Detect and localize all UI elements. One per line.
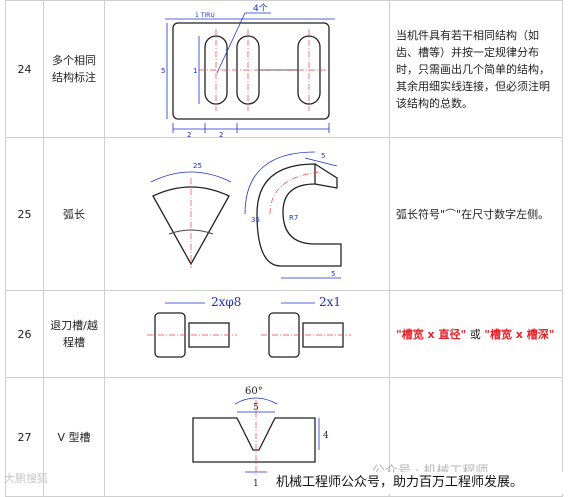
- row-description: "槽宽 x 直径" 或 "槽宽 x 槽深": [389, 290, 563, 378]
- row-name: 弧长: [43, 137, 105, 291]
- svg-text:35: 35: [251, 216, 260, 224]
- svg-text:60°: 60°: [245, 386, 263, 397]
- figure-multi-structure: 1 TIRU 4个 2 2 1 5: [104, 0, 390, 138]
- svg-text:1: 1: [253, 479, 259, 489]
- svg-text:5: 5: [331, 270, 335, 278]
- svg-text:2: 2: [187, 131, 191, 137]
- relief-groove-drawing: 2xφ8 2x1: [147, 295, 351, 358]
- svg-text:5: 5: [161, 67, 165, 75]
- svg-text:2: 2: [219, 131, 223, 137]
- row-name: 多个相同 结构标注: [43, 0, 105, 138]
- svg-text:4个: 4个: [253, 3, 268, 14]
- arc-length-drawing: 25 35 5 5 R7: [150, 151, 342, 279]
- svg-text:5: 5: [253, 403, 259, 413]
- watermark-corner: 大鹏搜狐: [4, 472, 48, 485]
- row-number: 26: [5, 290, 44, 378]
- table-row: 26 退刀槽/越 程槽 2xφ8: [5, 290, 563, 378]
- row-description: 弧长符号"⌒"在尺寸数字左侧。: [389, 137, 563, 291]
- figure-relief-groove: 2xφ8 2x1: [104, 290, 390, 378]
- svg-text:2xφ8: 2xφ8: [211, 295, 241, 309]
- row-name: V 型槽: [43, 377, 105, 497]
- row-number: 25: [5, 137, 44, 291]
- sector-shape: [152, 186, 230, 266]
- svg-text:R7: R7: [289, 214, 298, 222]
- bent-bar-shape: [256, 163, 342, 267]
- row-description: 当机件具有若干相同结构（如齿、槽等）并按一定规律分布时，只需画出几个简单的结构，…: [389, 0, 563, 138]
- figure-arc-length: 25 35 5 5 R7: [104, 137, 390, 291]
- multi-structure-drawing: 1 TIRU 4个 2 2 1 5: [161, 3, 335, 137]
- page-caption: 机械工程师公众号，助力百万工程师发展。: [276, 472, 568, 494]
- v-groove-drawing: 60° 5 4 1: [192, 386, 329, 489]
- plate-outline: [172, 22, 330, 120]
- svg-text:25: 25: [193, 162, 202, 170]
- table-row: 25 弧长 25 35 5 5 R7 弧长符号"⌒: [5, 137, 563, 291]
- svg-text:5: 5: [321, 152, 325, 160]
- row-name: 退刀槽/越 程槽: [43, 290, 105, 378]
- svg-text:4: 4: [323, 431, 329, 441]
- v-groove-block: [192, 417, 316, 463]
- standards-table: 24 多个相同 结构标注: [5, 0, 563, 497]
- row-number: 24: [5, 0, 44, 138]
- svg-text:2x1: 2x1: [319, 295, 341, 309]
- table-row: 24 多个相同 结构标注: [5, 0, 563, 138]
- svg-text:1: 1: [193, 67, 197, 75]
- svg-text:1 TIRU: 1 TIRU: [195, 12, 215, 19]
